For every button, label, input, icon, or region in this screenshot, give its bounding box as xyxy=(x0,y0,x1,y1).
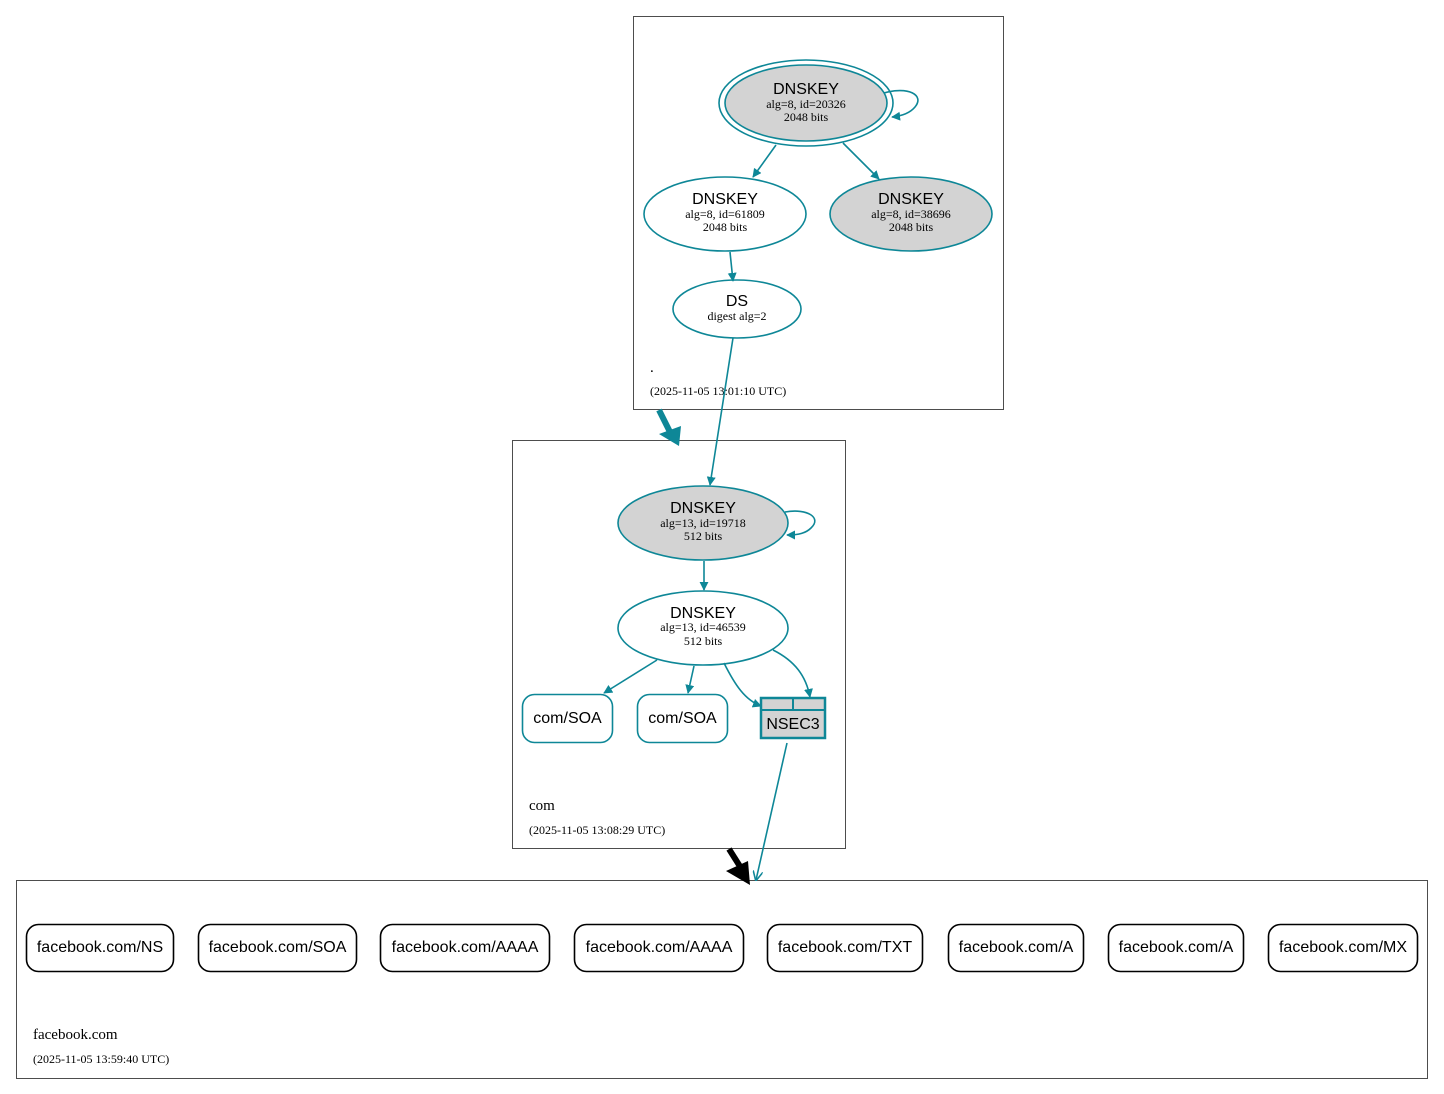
zone-facebook-timestamp: (2025-11-05 13:59:40 UTC) xyxy=(33,1052,169,1066)
zone-facebook: facebook.com (2025-11-05 13:59:40 UTC) xyxy=(16,880,1428,1079)
com-ksk-type: DNSKEY xyxy=(670,500,736,517)
edge-com-zsk-to-soa1 xyxy=(603,659,658,694)
edge-com-ksk-self xyxy=(784,510,816,540)
rrset-node-facebook-ns[interactable]: facebook.com/NS xyxy=(25,923,175,973)
facebook-records: facebook.com/NS facebook.com/SOA faceboo… xyxy=(25,923,1419,973)
zone-root-timestamp: (2025-11-05 13:01:10 UTC) xyxy=(650,384,786,398)
root-zsk-type: DNSKEY xyxy=(692,191,758,208)
rrset-node-facebook-aaaa-1[interactable]: facebook.com/AAAA xyxy=(379,923,551,973)
dnskey-node-com-zsk[interactable]: DNSKEY alg=13, id=46539 512 bits xyxy=(617,590,789,666)
root-ksk2-type: DNSKEY xyxy=(878,191,944,208)
rrset-node-facebook-mx[interactable]: facebook.com/MX xyxy=(1267,923,1419,973)
com-zsk-bits: 512 bits xyxy=(684,634,723,648)
zone-com-name: com xyxy=(529,798,555,814)
facebook-mx-label: facebook.com/MX xyxy=(1279,939,1407,956)
facebook-a-1-label: facebook.com/A xyxy=(959,939,1074,956)
zone-root-box xyxy=(633,16,1004,410)
com-zsk-alg: alg=13, id=46539 xyxy=(660,620,746,634)
root-zsk-alg: alg=8, id=61809 xyxy=(685,207,765,221)
zone-facebook-name: facebook.com xyxy=(33,1027,118,1043)
rrset-node-facebook-a-2[interactable]: facebook.com/A xyxy=(1107,923,1245,973)
dnskey-node-root-zsk[interactable]: DNSKEY alg=8, id=61809 2048 bits xyxy=(643,176,807,252)
facebook-soa-label: facebook.com/SOA xyxy=(209,939,347,956)
root-ksk2-bits: 2048 bits xyxy=(889,220,934,234)
delegation-arrow-root-to-com xyxy=(656,408,681,446)
root-zsk-bits: 2048 bits xyxy=(703,220,748,234)
nsec3-node-com[interactable]: NSEC3 xyxy=(759,696,827,740)
rrset-node-com-soa-1[interactable]: com/SOA xyxy=(521,693,614,744)
rrset-node-facebook-txt[interactable]: facebook.com/TXT xyxy=(766,923,924,973)
delegation-arrows xyxy=(656,408,750,885)
edge-com-zsk-to-soa2 xyxy=(685,665,695,694)
facebook-ns-label: facebook.com/NS xyxy=(37,939,163,956)
root-ksk-type: DNSKEY xyxy=(773,81,839,98)
ds-digest: digest alg=2 xyxy=(707,309,766,323)
rrset-node-facebook-aaaa-2[interactable]: facebook.com/AAAA xyxy=(573,923,745,973)
ds-node-root[interactable]: DS digest alg=2 xyxy=(672,279,802,339)
delegation-arrow-com-to-facebook xyxy=(726,847,750,885)
edge-com-zsk-to-nsec3-left xyxy=(723,662,762,708)
root-ksk2-alg: alg=8, id=38696 xyxy=(871,207,951,221)
com-ksk-bits: 512 bits xyxy=(684,529,723,543)
facebook-txt-label: facebook.com/TXT xyxy=(778,939,913,956)
rrset-node-facebook-soa[interactable]: facebook.com/SOA xyxy=(197,923,358,973)
edges xyxy=(603,89,919,880)
edge-com-zsk-to-nsec3-right xyxy=(772,649,813,698)
root-ksk-alg: alg=8, id=20326 xyxy=(766,97,846,111)
rrset-node-com-soa-2[interactable]: com/SOA xyxy=(636,693,729,744)
zone-root-name: . xyxy=(650,360,654,376)
zone-root: . (2025-11-05 13:01:10 UTC) xyxy=(633,16,1004,410)
facebook-a-2-label: facebook.com/A xyxy=(1119,939,1234,956)
dnskey-node-root-ksk2[interactable]: DNSKEY alg=8, id=38696 2048 bits xyxy=(829,176,993,252)
ds-type: DS xyxy=(726,293,748,310)
com-soa-2-label: com/SOA xyxy=(648,710,717,727)
nsec3-label: NSEC3 xyxy=(766,716,819,733)
root-ksk-bits: 2048 bits xyxy=(784,110,829,124)
edge-root-ksk-to-zsk xyxy=(752,144,777,178)
com-zsk-type: DNSKEY xyxy=(670,605,736,622)
facebook-aaaa-1-label: facebook.com/AAAA xyxy=(392,939,539,956)
edge-ds-to-com-ksk xyxy=(706,337,734,486)
edge-root-zsk-to-ds xyxy=(727,251,737,282)
zone-facebook-box xyxy=(16,880,1428,1079)
rrset-node-facebook-a-1[interactable]: facebook.com/A xyxy=(947,923,1085,973)
dnskey-node-root-ksk[interactable]: DNSKEY alg=8, id=20326 2048 bits xyxy=(718,59,894,147)
com-ksk-alg: alg=13, id=19718 xyxy=(660,516,746,530)
dnskey-node-com-ksk[interactable]: DNSKEY alg=13, id=19718 512 bits xyxy=(617,485,789,561)
edge-nsec3-to-facebook xyxy=(756,742,788,880)
com-soa-1-label: com/SOA xyxy=(533,710,602,727)
edge-root-ksk-to-ksk2 xyxy=(842,142,880,180)
facebook-aaaa-2-label: facebook.com/AAAA xyxy=(586,939,733,956)
edge-root-ksk-self xyxy=(883,89,919,121)
zone-com-timestamp: (2025-11-05 13:08:29 UTC) xyxy=(529,823,665,837)
